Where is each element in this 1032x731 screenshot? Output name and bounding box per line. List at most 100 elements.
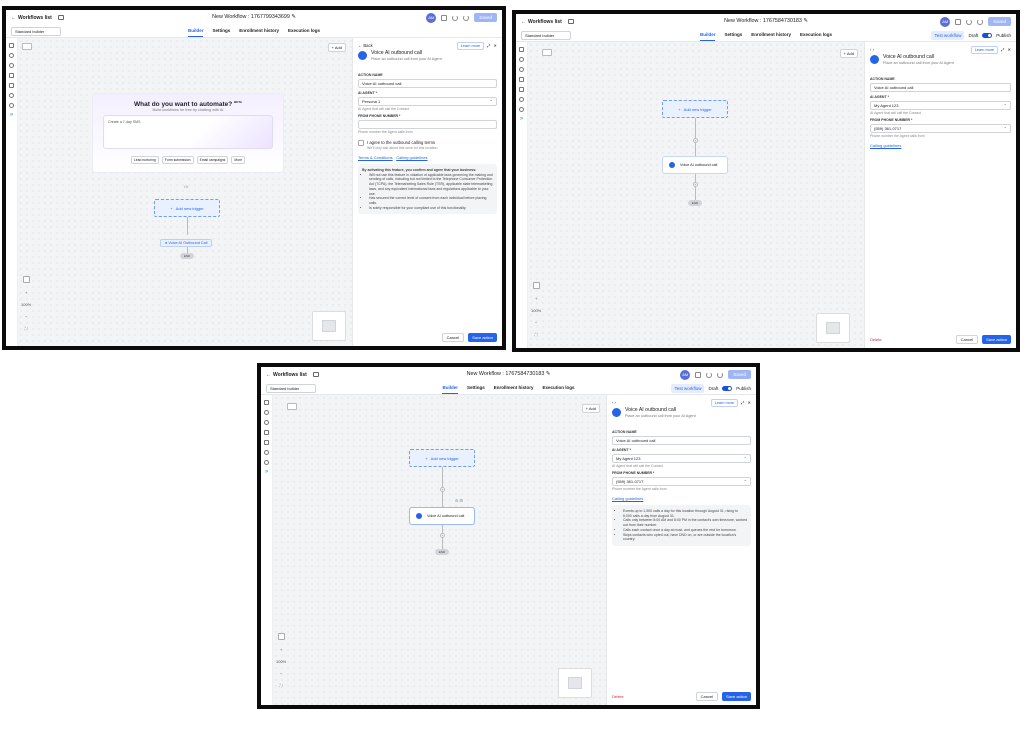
sidebar-toggle-icon[interactable] [57, 15, 64, 20]
layers-icon[interactable] [264, 430, 269, 435]
clock-icon[interactable] [264, 420, 269, 425]
add-button[interactable]: + Add [839, 49, 858, 58]
edit-pencil-icon[interactable]: ✎ [545, 371, 551, 377]
chevrons-right-icon[interactable]: » [519, 116, 524, 122]
learn-more-button[interactable]: Learn more [710, 398, 739, 407]
save-action-button[interactable]: Save action [982, 334, 1011, 344]
tab-settings[interactable]: Settings [466, 385, 485, 390]
cancel-button[interactable]: Cancel [695, 691, 719, 701]
hand-tool-icon[interactable] [22, 276, 30, 283]
learn-more-button[interactable]: Learn more [970, 45, 999, 54]
chat-icon[interactable] [264, 400, 269, 405]
builder-select[interactable]: Standard builder [521, 30, 571, 40]
undo-icon[interactable] [706, 371, 713, 378]
chat-icon[interactable] [9, 43, 14, 48]
edit-pencil-icon[interactable]: ✎ [291, 14, 296, 20]
cancel-button[interactable]: Cancel [955, 334, 979, 344]
add-step-icon[interactable]: + [693, 138, 698, 143]
tab-builder[interactable]: Builder [699, 29, 716, 41]
refresh-icon[interactable] [519, 87, 524, 92]
zoom-out-icon[interactable]: − [24, 314, 28, 319]
zoom-out-icon[interactable]: − [279, 671, 283, 676]
check-circle-icon[interactable] [9, 53, 14, 58]
publish-toggle[interactable] [982, 32, 993, 38]
chevrons-right-icon[interactable]: » [264, 469, 269, 475]
hand-tool-icon[interactable] [277, 633, 285, 640]
tab-settings[interactable]: Settings [212, 28, 231, 33]
save-button[interactable]: Saved [988, 17, 1011, 26]
document-icon[interactable] [955, 18, 962, 25]
tab-enrollment-history[interactable]: Enrollment history [493, 385, 534, 390]
undo-icon[interactable] [966, 18, 973, 25]
zoom-in-icon[interactable]: + [279, 647, 283, 652]
add-trigger-node[interactable]: +Add new trigger [154, 199, 220, 217]
chevrons-right-icon[interactable]: » [9, 112, 14, 118]
ai-agent-select[interactable]: Persona 1 [358, 96, 497, 106]
save-button[interactable]: Saved [474, 13, 497, 22]
test-workflow-button[interactable]: Test workflow [931, 30, 965, 40]
builder-select[interactable]: Standard builder [11, 26, 61, 36]
canvas-layout-icon[interactable] [542, 49, 552, 56]
action-name-input[interactable]: Voice AI outbound call [870, 83, 1011, 92]
add-button[interactable]: + Add [327, 43, 346, 52]
refresh-icon[interactable] [9, 83, 14, 88]
save-button[interactable]: Saved [728, 370, 751, 379]
tab-execution-logs[interactable]: Execution logs [542, 385, 575, 390]
tab-enrollment-history[interactable]: Enrollment history [239, 28, 280, 33]
close-icon[interactable]: ✕ [747, 400, 751, 405]
close-icon[interactable]: ✕ [1007, 47, 1011, 52]
document-icon[interactable] [695, 371, 702, 378]
search-icon[interactable] [264, 450, 269, 455]
test-workflow-button[interactable]: Test workflow [671, 383, 705, 393]
avatar[interactable]: AM [680, 369, 691, 380]
workflow-title[interactable]: New Workflow : 1767799343699 [212, 14, 290, 20]
avatar[interactable]: AM [940, 16, 951, 27]
add-step-icon[interactable]: + [440, 487, 445, 492]
check-circle-icon[interactable] [519, 57, 524, 62]
delete-button[interactable]: Delete [612, 693, 624, 699]
action-name-input[interactable]: Voice AI outbound call [358, 79, 497, 88]
ai-agent-select[interactable]: My Agent 123 [870, 100, 1011, 110]
chip-lead-nurturing[interactable]: Lead nurturing [130, 156, 159, 164]
layers-icon[interactable] [519, 77, 524, 82]
tab-settings[interactable]: Settings [724, 32, 743, 37]
expand-icon[interactable]: ⤢ [741, 400, 745, 405]
minimap[interactable] [816, 313, 850, 343]
settings-icon[interactable] [9, 103, 14, 108]
back-link[interactable]: ←Workflows list [11, 14, 52, 21]
add-step-icon[interactable]: + [440, 533, 445, 538]
document-icon[interactable] [441, 14, 448, 21]
redo-icon[interactable] [977, 18, 984, 25]
builder-select[interactable]: Standard builder [266, 383, 316, 393]
from-phone-select[interactable] [358, 120, 497, 129]
avatar[interactable]: AM [426, 12, 437, 23]
from-phone-select[interactable]: (559) 361-0717 [870, 123, 1011, 133]
calling-guidelines-link[interactable]: Calling guidelines [870, 143, 902, 148]
fit-view-icon[interactable]: ⛶ [279, 683, 283, 688]
expand-icon[interactable]: ⤢ [1001, 47, 1005, 52]
canvas-layout-icon[interactable] [287, 403, 297, 410]
zoom-out-icon[interactable]: − [534, 320, 538, 325]
back-link[interactable]: ←Workflows list [521, 18, 562, 25]
tab-execution-logs[interactable]: Execution logs [288, 28, 321, 33]
workflow-title[interactable]: New Workflow : 1767584730183 [724, 18, 802, 24]
clock-icon[interactable] [519, 67, 524, 72]
calling-guidelines-link[interactable]: Calling guidelines [612, 496, 644, 501]
hand-tool-icon[interactable] [532, 282, 540, 289]
save-action-button[interactable]: Save action [722, 691, 751, 701]
clock-icon[interactable] [9, 63, 14, 68]
tab-builder[interactable]: Builder [187, 25, 204, 37]
add-button[interactable]: + Add [581, 404, 600, 413]
ai-agent-select[interactable]: My Agent 123 [612, 453, 751, 463]
tab-enrollment-history[interactable]: Enrollment history [751, 32, 792, 37]
fit-view-icon[interactable]: ⛶ [534, 332, 538, 337]
terms-link[interactable]: Terms & Conditions [358, 155, 393, 160]
fit-view-icon[interactable]: ⛶ [24, 326, 28, 331]
layers-icon[interactable] [9, 73, 14, 78]
minimap[interactable] [558, 668, 592, 698]
expand-icon[interactable]: ⤢ [487, 43, 491, 48]
zoom-in-icon[interactable]: + [534, 296, 538, 301]
workflow-title[interactable]: New Workflow : 1767584730183 [466, 371, 545, 377]
check-circle-icon[interactable] [264, 410, 269, 415]
consent-checkbox[interactable] [358, 140, 364, 146]
